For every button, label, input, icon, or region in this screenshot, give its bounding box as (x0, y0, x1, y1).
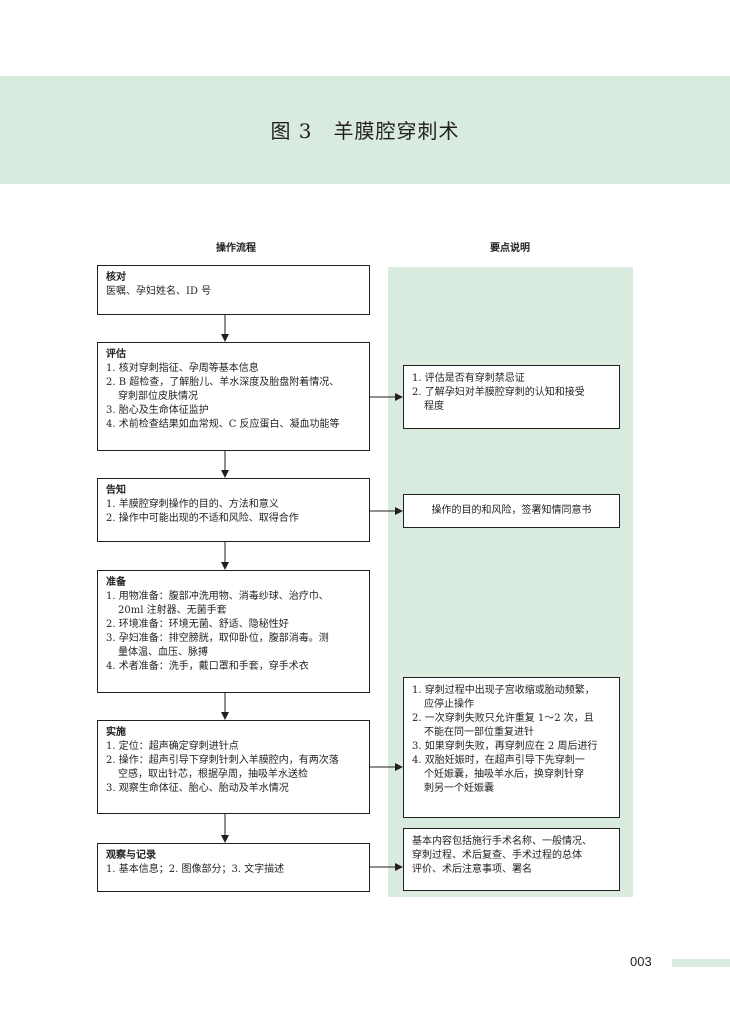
step-box-prepare: 准备 1. 用物准备：腹部冲洗用物、消毒纱球、治疗巾、 20ml 注射器、无菌手… (97, 570, 370, 693)
step-line: 1. 羊膜腔穿刺操作的目的、方法和意义 (106, 499, 279, 510)
note-box-inform: 操作的目的和风险，签署知情同意书 (403, 494, 620, 528)
footer-accent-bar (672, 959, 730, 967)
step-line: 1. 用物准备：腹部冲洗用物、消毒纱球、治疗巾、 (106, 591, 329, 602)
step-line: 3. 孕妇准备：排空膀胱，取仰卧位，腹部消毒。测 (106, 633, 329, 644)
step-title: 告知 (106, 485, 126, 496)
note-line: 不能在同一部位重复进针 (424, 727, 534, 738)
note-box-assess: 1. 评估是否有穿刺禁忌证 2. 了解孕妇对羊膜腔穿刺的认知和接受 程度 (403, 365, 620, 429)
step-line: 空感，取出针芯，根据孕周，抽吸羊水送检 (118, 769, 308, 780)
title-banner (0, 76, 730, 184)
step-line: 4. 术者准备：洗手，戴口罩和手套，穿手术衣 (106, 661, 309, 672)
note-box-perform: 1. 穿刺过程中出现子宫收缩或胎动频繁， 应停止操作 2. 一次穿刺失败只允许重… (403, 677, 620, 818)
step-line: 3. 观察生命体征、胎心、胎动及羊水情况 (106, 783, 289, 794)
step-line: 20ml 注射器、无菌手套 (118, 605, 227, 616)
step-line: 2. 操作中可能出现的不适和风险、取得合作 (106, 513, 299, 524)
step-line: 2. 操作：超声引导下穿刺针刺入羊膜腔内，有两次落 (106, 755, 339, 766)
note-line: 应停止操作 (424, 699, 474, 710)
step-box-perform: 实施 1. 定位：超声确定穿刺进针点 2. 操作：超声引导下穿刺针刺入羊膜腔内，… (97, 720, 370, 814)
step-box-record: 观察与记录 1. 基本信息；2. 图像部分；3. 文字描述 (97, 843, 370, 892)
step-line: 1. 基本信息；2. 图像部分；3. 文字描述 (106, 864, 285, 875)
step-line: 医嘱、孕妇姓名、ID 号 (106, 286, 212, 297)
step-line: 2. 环境准备：环境无菌、舒适、隐秘性好 (106, 619, 289, 630)
note-line: 穿刺过程、术后复查、手术过程的总体 (412, 850, 582, 861)
note-line: 个妊娠囊，抽吸羊水后，换穿刺针穿 (424, 769, 584, 780)
step-title: 观察与记录 (106, 850, 156, 861)
note-line: 基本内容包括施行手术名称、一般情况、 (412, 836, 592, 847)
note-line: 刺另一个妊娠囊 (424, 783, 494, 794)
step-box-assess: 评估 1. 核对穿刺指征、孕周等基本信息 2. B 超检查，了解胎儿、羊水深度及… (97, 342, 370, 451)
note-line: 操作的目的和风险，签署知情同意书 (431, 505, 592, 516)
note-line: 程度 (424, 401, 444, 412)
note-line: 2. 了解孕妇对羊膜腔穿刺的认知和接受 (412, 387, 585, 398)
column-header-notes: 要点说明 (490, 243, 530, 254)
note-line: 1. 穿刺过程中出现子宫收缩或胎动频繁， (412, 685, 595, 696)
note-line: 评价、术后注意事项、署名 (412, 864, 532, 875)
column-header-process: 操作流程 (216, 243, 256, 254)
note-line: 1. 评估是否有穿刺禁忌证 (412, 373, 525, 384)
step-line: 2. B 超检查，了解胎儿、羊水深度及胎盘附着情况、 (106, 377, 340, 388)
step-line: 4. 术前检查结果如血常规、C 反应蛋白、凝血功能等 (106, 419, 340, 430)
step-line: 量体温、血压、脉搏 (118, 647, 208, 658)
page-number: 003 (630, 954, 652, 969)
step-line: 穿刺部位皮肤情况 (118, 391, 198, 402)
step-box-verify: 核对 医嘱、孕妇姓名、ID 号 (97, 265, 370, 315)
step-box-inform: 告知 1. 羊膜腔穿刺操作的目的、方法和意义 2. 操作中可能出现的不适和风险、… (97, 478, 370, 542)
step-title: 准备 (106, 577, 126, 588)
page-title: 图 3 羊膜腔穿刺术 (270, 119, 460, 143)
note-line: 4. 双胎妊娠时，在超声引导下先穿刺一 (412, 755, 585, 766)
step-line: 1. 核对穿刺指征、孕周等基本信息 (106, 363, 259, 374)
step-title: 评估 (106, 349, 126, 360)
note-box-record: 基本内容包括施行手术名称、一般情况、 穿刺过程、术后复查、手术过程的总体 评价、… (403, 828, 620, 891)
step-line: 1. 定位：超声确定穿刺进针点 (106, 741, 239, 752)
step-line: 3. 胎心及生命体征监护 (106, 405, 209, 416)
note-line: 2. 一次穿刺失败只允许重复 1～2 次，且 (412, 713, 594, 724)
step-title: 实施 (106, 727, 126, 738)
note-line: 3. 如果穿刺失败，再穿刺应在 2 周后进行 (412, 741, 598, 752)
step-title: 核对 (106, 272, 126, 283)
